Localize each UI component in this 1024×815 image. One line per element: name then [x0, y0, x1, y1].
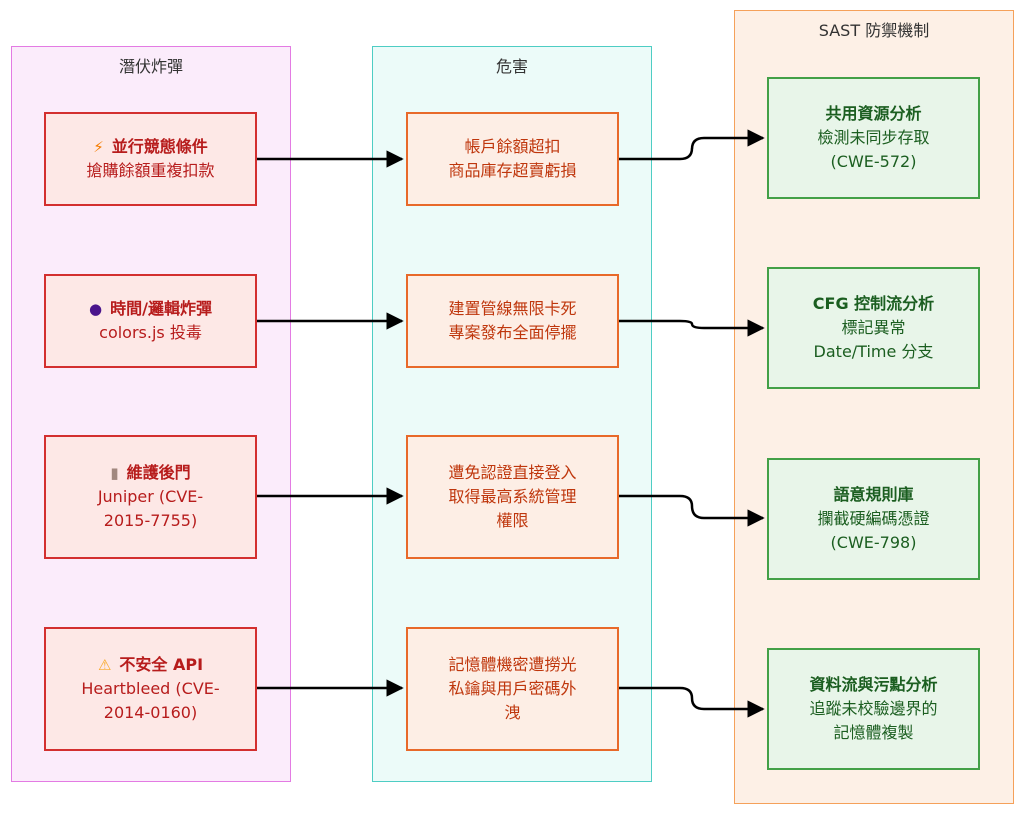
harm-line: 帳戶餘額超扣 [464, 137, 561, 156]
harm-node-4: 記憶體機密遭撈光 私鑰與用戶密碼外 洩 [406, 627, 619, 751]
harm-line: 遭免認證直接登入 [448, 463, 577, 482]
harm-line: 專案發布全面停擺 [448, 323, 577, 342]
harm-line: 權限 [496, 511, 529, 530]
defense-line: (CWE-798) [830, 533, 917, 552]
threat-line: 搶購餘額重複扣款 [86, 161, 215, 180]
defense-node-cfg: CFG 控制流分析 標記異常 Date/Time 分支 [767, 267, 980, 389]
defense-line: 記憶體複製 [833, 723, 914, 742]
threat-line: 2015-7755) [103, 511, 198, 530]
threat-line: Heartbleed (CVE- [81, 679, 220, 698]
edge-harm-3-defense-3 [619, 494, 765, 527]
defense-line: 追蹤未校驗邊界的 [809, 699, 938, 718]
threat-line: Juniper (CVE- [97, 487, 204, 506]
threat-node-logic-bomb: ● 時間/邏輯炸彈 colors.js 投毒 [44, 274, 257, 368]
threat-title-2: ● 時間/邏輯炸彈 [89, 297, 212, 321]
threat-title-text-1: 並行競態條件 [111, 137, 208, 156]
lightning-icon: ⚡ [93, 138, 104, 156]
harm-line: 洩 [504, 703, 521, 722]
threat-title-3: ▮ 維護後門 [110, 461, 190, 485]
threat-line: colors.js 投毒 [99, 323, 202, 342]
threat-title-text-3: 維護後門 [126, 463, 191, 482]
threat-title-4: ⚠ 不安全 API [98, 653, 203, 677]
defense-line: 檢測未同步存取 [817, 128, 930, 147]
threat-node-backdoor: ▮ 維護後門 Juniper (CVE- 2015-7755) [44, 435, 257, 559]
harm-node-1: 帳戶餘額超扣 商品庫存超賣虧損 [406, 112, 619, 206]
defense-line: (CWE-572) [830, 152, 917, 171]
harm-line: 商品庫存超賣虧損 [448, 161, 577, 180]
harm-line: 私鑰與用戶密碼外 [448, 679, 577, 698]
threat-node-race-condition: ⚡ 並行競態條件 搶購餘額重複扣款 [44, 112, 257, 206]
edge-harm-4-defense-4 [619, 686, 765, 718]
harm-node-3: 遭免認證直接登入 取得最高系統管理 權限 [406, 435, 619, 559]
harm-line: 取得最高系統管理 [448, 487, 577, 506]
threat-node-unsafe-api: ⚠ 不安全 API Heartbleed (CVE- 2014-0160) [44, 627, 257, 751]
defense-node-taint-analysis: 資料流與污點分析 追蹤未校驗邊界的 記憶體複製 [767, 648, 980, 770]
threat-title-text-4: 不安全 API [119, 655, 204, 674]
lane-title-sast: SAST 防禦機制 [818, 21, 930, 40]
edge-harm-1-defense-1 [619, 129, 765, 161]
door-icon: ▮ [110, 464, 119, 482]
threat-title-1: ⚡ 並行競態條件 [93, 135, 208, 159]
defense-title: 共用資源分析 [825, 104, 922, 123]
harm-line: 建置管線無限卡死 [448, 299, 577, 318]
harm-node-2: 建置管線無限卡死 專案發布全面停擺 [406, 274, 619, 368]
lane-title-threats: 潛伏炸彈 [118, 57, 183, 76]
defense-node-shared-resource: 共用資源分析 檢測未同步存取 (CWE-572) [767, 77, 980, 199]
defense-line: 標記異常 [841, 318, 906, 337]
defense-title: 資料流與污點分析 [809, 675, 938, 694]
harm-line: 記憶體機密遭撈光 [448, 655, 577, 674]
edge-harm-2-defense-2 [619, 319, 765, 337]
defense-title: CFG 控制流分析 [812, 294, 935, 313]
defense-line: 攔截硬編碼憑證 [817, 509, 930, 528]
threat-line: 2014-0160) [103, 703, 198, 722]
bomb-icon: ● [89, 300, 103, 318]
defense-node-semantic-rules: 語意規則庫 攔截硬編碼憑證 (CWE-798) [767, 458, 980, 580]
lane-title-harm: 危害 [495, 57, 528, 76]
defense-title: 語意規則庫 [833, 485, 914, 504]
warning-icon: ⚠ [97, 656, 112, 674]
threat-title-text-2: 時間/邏輯炸彈 [110, 299, 212, 318]
defense-line: Date/Time 分支 [813, 342, 934, 361]
